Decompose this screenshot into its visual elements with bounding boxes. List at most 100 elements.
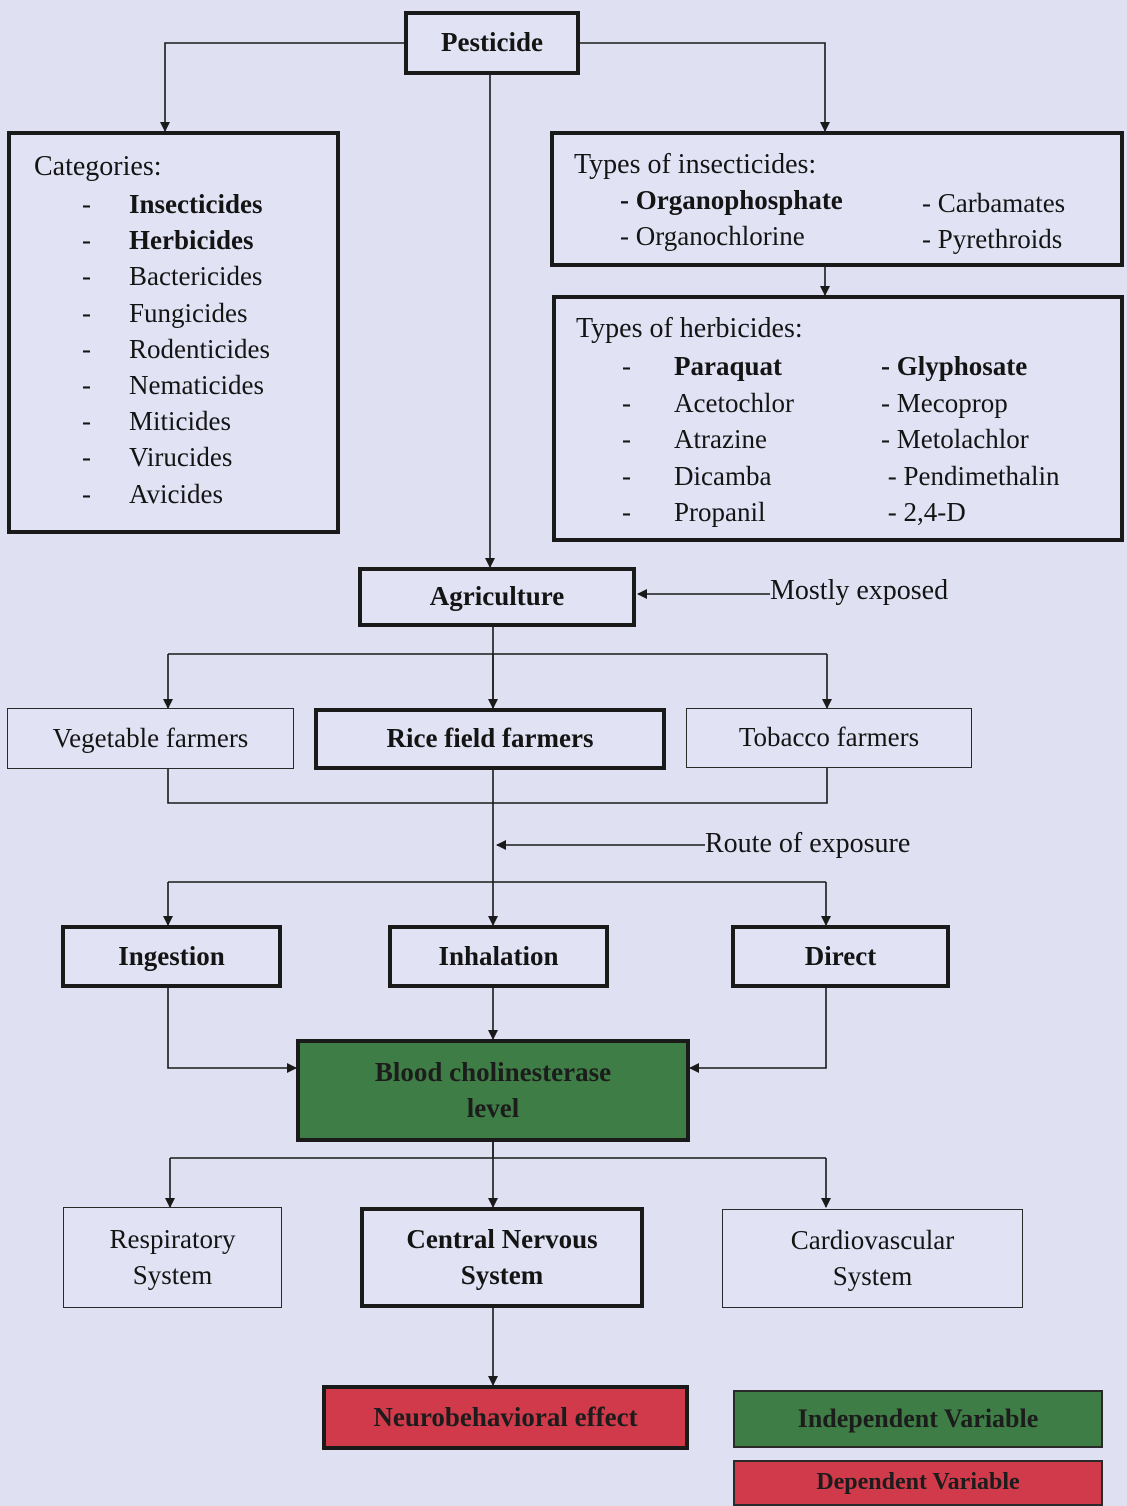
list-item-text: Miticides — [129, 406, 231, 437]
insecticides-title: Types of insecticides: — [574, 149, 817, 180]
inhalation-label: Inhalation — [438, 940, 559, 971]
bullet-dash: - — [622, 460, 631, 491]
arrow-direct-blood — [689, 988, 827, 1073]
bullet-dash: - — [622, 351, 631, 381]
list-item-text: Propanil — [674, 497, 766, 527]
list-item-text: - 2,4-D — [881, 497, 966, 527]
herbicides-box: Types of herbicides: -Paraquat-Acetochlo… — [552, 295, 1124, 542]
bullet-dash: - — [82, 297, 91, 328]
list-item: - Paraquat — [622, 348, 794, 385]
list-item: - Carbamates — [922, 185, 1065, 221]
list-item: -Acetochlor — [622, 385, 794, 422]
cardiovascular-system-box: Cardiovascular System — [722, 1209, 1023, 1308]
categories-title: Categories: — [34, 151, 162, 182]
categories-list: - Insecticides - Herbicides - Bactericides - Fu… — [82, 186, 270, 512]
list-item-text: Paraquat — [674, 351, 782, 381]
list-item-text: Acetochlor — [674, 387, 794, 418]
list-item: - Bactericides — [82, 258, 270, 294]
herbicides-title: Types of herbicides: — [576, 313, 803, 344]
list-item-text: - Pyrethroids — [922, 224, 1063, 254]
list-item-text: - Organophosphate — [620, 185, 843, 215]
list-item: - Organochlorine — [620, 218, 843, 254]
cardio-line1: Cardiovascular — [790, 1225, 955, 1256]
cns-line2: System — [460, 1259, 544, 1290]
list-item: - Insecticides — [82, 186, 270, 222]
list-item: - 2,4-D — [881, 494, 1059, 531]
list-item-text: - Glyphosate — [881, 351, 1028, 381]
direct-box: Direct — [731, 925, 950, 988]
agriculture-label: Agriculture — [429, 581, 565, 612]
list-item-text: Fungicides — [129, 297, 248, 328]
bullet-dash: - — [82, 261, 91, 292]
legend-independent-variable: Independent Variable — [733, 1390, 1103, 1448]
list-item-text: Herbicides — [129, 225, 254, 256]
cns-box: Central Nervous System — [360, 1207, 644, 1308]
list-item-text: Rodenticides — [129, 333, 270, 364]
blood-cholinesterase-line1: Blood cholinesterase — [374, 1057, 612, 1088]
legend-dependent-variable: Dependent Variable — [733, 1460, 1103, 1506]
pesticide-label: Pesticide — [441, 27, 543, 58]
list-item: - Metolachlor — [881, 421, 1059, 458]
bullet-dash: - — [622, 497, 631, 527]
ingestion-label: Ingestion — [118, 940, 225, 971]
list-item: - Pyrethroids — [922, 221, 1065, 257]
list-item: - Glyphosate — [881, 348, 1059, 385]
list-item: - Organophosphate — [620, 182, 843, 218]
cns-line1: Central Nervous — [406, 1224, 598, 1255]
arrow-pesticide-insecticides — [579, 42, 830, 132]
neurobehavioral-effect-label: Neurobehavioral effect — [373, 1401, 638, 1432]
tobacco-farmers-label: Tobacco farmers — [738, 722, 920, 753]
insecticides-left-list: - Organophosphate - Organochlorine — [620, 182, 843, 254]
bullet-dash: - — [82, 370, 91, 401]
list-item-text: Avicides — [129, 478, 223, 509]
insecticides-right-list: - Carbamates - Pyrethroids — [922, 185, 1065, 257]
neurobehavioral-effect-box: Neurobehavioral effect — [322, 1385, 689, 1450]
bullet-dash: - — [82, 225, 91, 256]
ingestion-box: Ingestion — [61, 925, 282, 988]
vegetable-farmers-box: Vegetable farmers — [7, 708, 294, 769]
list-item-text: Virucides — [129, 442, 233, 473]
legend-independent-label: Independent Variable — [797, 1404, 1039, 1434]
list-item-text: - Organochlorine — [620, 221, 805, 251]
bullet-dash: - — [82, 478, 91, 509]
pesticide-box: Pesticide — [404, 11, 580, 75]
vegetable-farmers-label: Vegetable farmers — [52, 722, 249, 753]
bullet-dash: - — [82, 406, 91, 437]
bullet-dash: - — [82, 442, 91, 473]
rice-farmers-box: Rice field farmers — [314, 708, 666, 770]
list-item-text: Insecticides — [129, 189, 263, 219]
list-item-text: - Carbamates — [922, 188, 1066, 218]
herbicides-left-list: -Paraquat-Acetochlor-Atrazine-Dicamba-Pr… — [622, 348, 794, 531]
list-item: - Dicamba — [622, 458, 794, 495]
arrow-pesticide-categories — [160, 42, 405, 132]
list-item: - Nematicides — [82, 367, 270, 403]
list-item-text: - Mecoprop — [881, 387, 1008, 418]
respiratory-line1: Respiratory — [109, 1224, 236, 1255]
legend-dependent-label: Dependent Variable — [816, 1469, 1020, 1496]
list-item-text: Dicamba — [674, 460, 772, 491]
bullet-dash: - — [82, 189, 91, 219]
mostly-exposed-note: Mostly exposed — [770, 575, 949, 606]
bullet-dash: - — [622, 424, 631, 454]
blood-cholinesterase-line2: level — [466, 1092, 520, 1123]
rice-farmers-label: Rice field farmers — [386, 723, 594, 754]
list-item: - Herbicides — [82, 222, 270, 258]
tobacco-farmers-box: Tobacco farmers — [686, 708, 972, 768]
blood-cholinesterase-box: Blood cholinesterase level — [296, 1039, 690, 1142]
herbicides-right-list: - Glyphosate - Mecoprop- Metolachlor - Pe… — [881, 348, 1059, 531]
list-item: - Fungicides — [82, 295, 270, 331]
list-item: - Miticides — [82, 403, 270, 439]
list-item: - Virucides — [82, 439, 270, 475]
route-of-exposure-note: Route of exposure — [705, 828, 911, 859]
respiratory-system-box: Respiratory System — [63, 1207, 282, 1308]
list-item: -Rodenticides — [82, 331, 270, 367]
list-item-text: Bactericides — [129, 261, 263, 292]
agriculture-box: Agriculture — [358, 567, 636, 627]
list-item-text: Nematicides — [129, 370, 264, 401]
arrow-ingestion-blood — [167, 988, 297, 1073]
insecticides-box: Types of insecticides: - Organophosphate… — [550, 131, 1124, 267]
list-item: - Avicides — [82, 476, 270, 512]
inhalation-box: Inhalation — [388, 925, 609, 988]
list-item-text: - Pendimethalin — [881, 460, 1060, 491]
list-item: - Pendimethalin — [881, 458, 1060, 495]
